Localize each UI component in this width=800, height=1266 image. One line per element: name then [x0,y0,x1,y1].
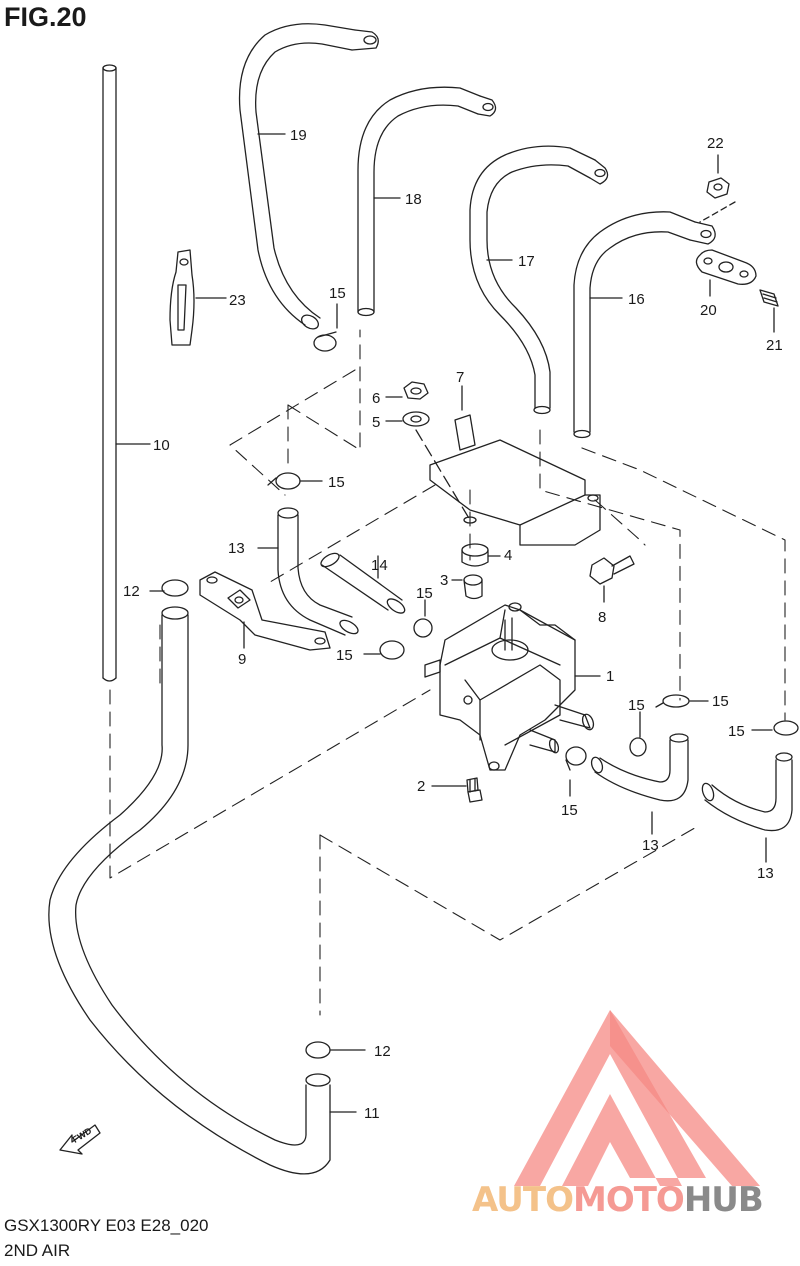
part-4-grommet [461,543,501,567]
callout-6: 6 [372,390,380,407]
part-15-clamp-lower [565,746,587,797]
part-5-washer [385,411,430,427]
part-20-gasket [695,249,757,297]
part-12-clamp-lower [305,1041,366,1059]
part-18-hose [357,86,497,317]
callout-2: 2 [417,778,425,795]
callout-14: 14 [371,557,388,574]
callout-19: 19 [290,127,307,144]
callout-15c: 15 [416,585,433,602]
callout-5-label: 5 [372,414,380,431]
callout-15g: 15 [728,723,745,740]
callout-13a: 13 [228,540,245,557]
callout-15f: 15 [628,697,645,714]
part-7-bracket [429,385,601,546]
callout-12b: 12 [374,1043,391,1060]
callout-15d: 15 [336,647,353,664]
part-6-nut [385,381,429,400]
section-name: 2ND AIR [4,1241,71,1260]
callout-18: 18 [405,191,422,208]
part-16-hose [573,211,716,439]
callout-15e: 15 [712,693,729,710]
callout-1: 1 [606,668,614,685]
part-15-clamp-upper [313,303,338,352]
callout-20: 20 [700,302,717,319]
part-17-hose [469,145,609,415]
callout-10: 10 [153,437,170,454]
callout-17: 17 [518,253,535,270]
callout-15h: 15 [561,802,578,819]
callout-8: 8 [598,609,606,626]
part-23-bracket [169,249,227,346]
callout-7: 7 [456,369,464,386]
callout-9: 9 [238,651,246,668]
part-15-clamp-right-b [655,694,709,708]
callout-15b: 15 [328,474,345,491]
part-13-hose-right [701,752,793,863]
part-12-clamp-upper [149,579,189,597]
fwd-arrow-icon [59,1124,101,1155]
part-21-stud [759,289,779,333]
part-15-clamp-mid-b [363,640,405,660]
part-19-hose [238,23,379,330]
part-15-clamp-left [267,472,323,490]
figure-title: FIG.20 [4,2,87,32]
callout-16: 16 [628,291,645,308]
part-8-bolt [589,555,635,603]
part-15-clamp-mid-a [413,599,433,638]
part-13-hose-center [590,733,689,835]
callout-labels: 19 18 17 16 22 20 21 23 15 6 6 5 7 15 10… [71,127,783,1145]
callout-12a: 12 [123,583,140,600]
part-1-valve [424,602,601,771]
callout-13c: 13 [757,865,774,882]
part-15-clamp-far-right [751,720,799,736]
part-22-nut [699,154,736,223]
part-9-bracket [199,571,331,651]
callout-4: 4 [504,547,512,564]
part-15-clamp-right-a [629,711,647,757]
watermark-logo-icon [514,1010,760,1186]
callout-22: 22 [707,135,724,152]
callout-11: 11 [364,1105,380,1122]
part-14-hose [320,552,406,614]
part-10-pipe [102,64,151,682]
part-13-hose-left [257,507,359,636]
part-3-collar [451,574,483,600]
callout-21: 21 [766,337,783,354]
callout-13b: 13 [642,837,659,854]
watermark-text: AUTOMOTOHUB [472,1180,764,1220]
part-11-hose [48,606,357,1175]
callout-23: 23 [229,292,246,309]
model-code: GSX1300RY E03 E28_020 [4,1216,209,1235]
callout-15a: 15 [329,285,346,302]
callout-3: 3 [440,572,448,589]
part-2-bolt [431,777,483,803]
